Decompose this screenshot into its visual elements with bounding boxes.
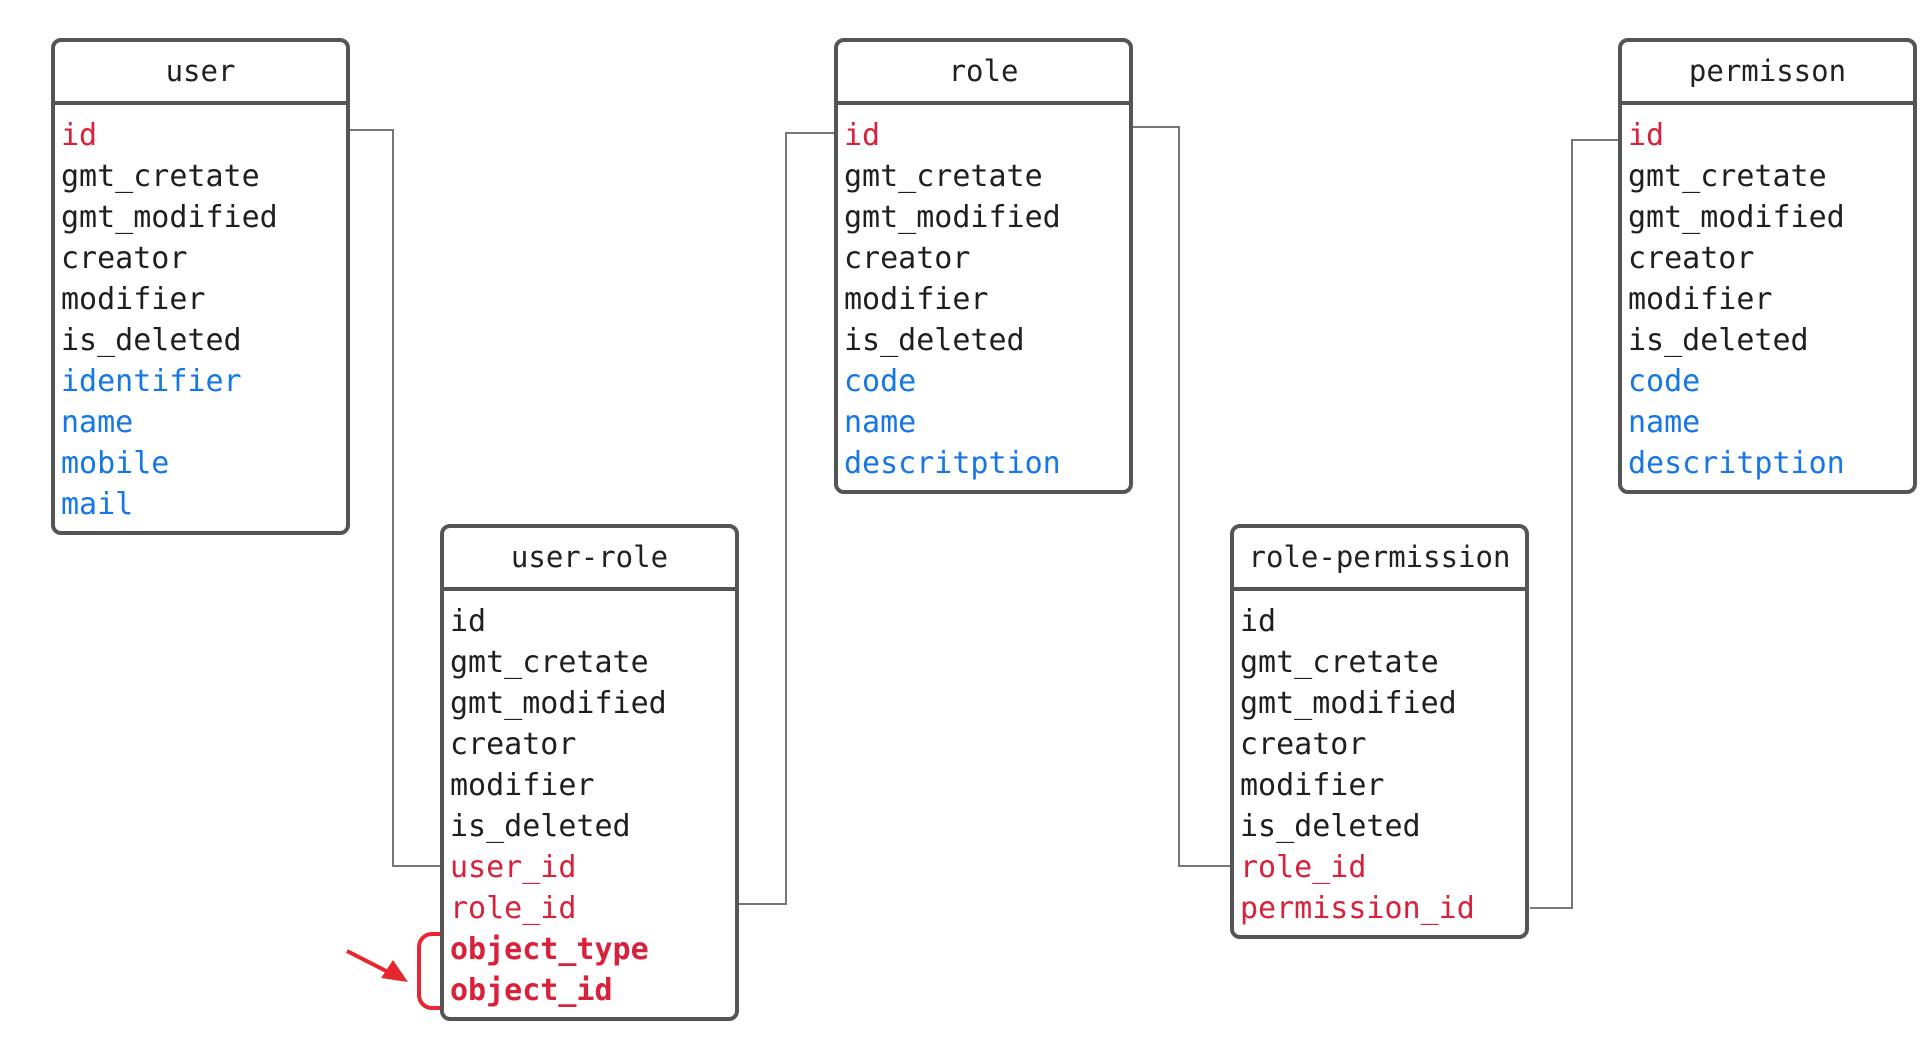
field-gmt-modified: gmt_modified [450,686,667,721]
field-id: id [1628,118,1665,153]
field-code: code [844,364,917,399]
field-id: id [61,118,98,153]
field-creator: creator [844,241,971,276]
field-name: name [1628,405,1701,440]
table-title: role [838,42,1129,105]
field-gmt-cretate: gmt_cretate [450,645,649,680]
field-name: name [61,405,134,440]
highlight-arrow-icon [381,960,408,982]
field-gmt-cretate: gmt_cretate [61,159,260,194]
connector-role-id-to-user-role-role-id [738,132,834,905]
table-title: permisson [1622,42,1913,105]
highlight-arrow-shaft [346,949,393,976]
field-list: id gmt_cretate gmt_modified creator modi… [55,105,346,525]
field-is-deleted: is_deleted [450,809,631,844]
field-user-id: user_id [450,850,577,885]
field-modifier: modifier [61,282,206,317]
field-creator: creator [1628,241,1755,276]
field-id: id [1240,604,1277,639]
connector-user-id-to-user-role-user-id [349,129,440,867]
field-list: id gmt_cretate gmt_modified creator modi… [1234,591,1525,929]
field-is-deleted: is_deleted [61,323,242,358]
table-user[interactable]: user id gmt_cretate gmt_modified creator… [51,38,350,535]
table-user-role[interactable]: user-role id gmt_cretate gmt_modified cr… [440,524,739,1021]
field-is-deleted: is_deleted [844,323,1025,358]
field-gmt-cretate: gmt_cretate [1240,645,1439,680]
field-permission-id: permission_id [1240,891,1475,926]
field-modifier: modifier [1628,282,1773,317]
field-name: name [844,405,917,440]
field-is-deleted: is_deleted [1628,323,1809,358]
table-role-permission[interactable]: role-permission id gmt_cretate gmt_modif… [1230,524,1529,939]
field-role-id: role_id [450,891,577,926]
field-is-deleted: is_deleted [1240,809,1421,844]
field-gmt-modified: gmt_modified [1240,686,1457,721]
field-object-type: object_type [450,932,649,967]
table-title: user [55,42,346,105]
connector-role-id-to-role-permission-role-id [1133,126,1230,867]
field-code: code [1628,364,1701,399]
field-role-id: role_id [1240,850,1367,885]
field-id: id [450,604,487,639]
field-mail: mail [61,487,134,522]
field-creator: creator [1240,727,1367,762]
table-permission[interactable]: permisson id gmt_cretate gmt_modified cr… [1618,38,1917,494]
field-gmt-modified: gmt_modified [61,200,278,235]
field-id: id [844,118,881,153]
table-title: role-permission [1234,528,1525,591]
connector-permission-id-to-role-permission-permission-id [1530,139,1618,909]
field-modifier: modifier [450,768,595,803]
field-list: id gmt_cretate gmt_modified creator modi… [444,591,735,1011]
field-list: id gmt_cretate gmt_modified creator modi… [1622,105,1913,484]
field-gmt-cretate: gmt_cretate [844,159,1043,194]
table-role[interactable]: role id gmt_cretate gmt_modified creator… [834,38,1133,494]
field-modifier: modifier [1240,768,1385,803]
field-list: id gmt_cretate gmt_modified creator modi… [838,105,1129,484]
field-mobile: mobile [61,446,170,481]
field-modifier: modifier [844,282,989,317]
field-gmt-modified: gmt_modified [1628,200,1845,235]
field-object-id: object_id [450,973,613,1008]
field-creator: creator [450,727,577,762]
field-descritption: descritption [1628,446,1845,481]
field-descritption: descritption [844,446,1061,481]
table-title: user-role [444,528,735,591]
field-gmt-modified: gmt_modified [844,200,1061,235]
field-identifier: identifier [61,364,242,399]
field-creator: creator [61,241,188,276]
field-gmt-cretate: gmt_cretate [1628,159,1827,194]
